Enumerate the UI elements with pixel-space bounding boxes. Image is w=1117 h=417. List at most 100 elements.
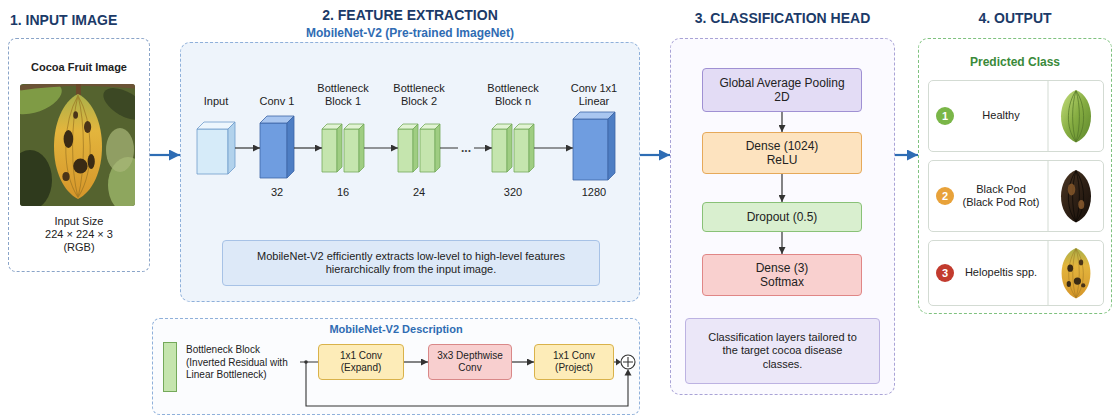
- layer-name: Conv 1: [244, 95, 310, 108]
- feature-extraction-panel: 2. FEATURE EXTRACTIONMobileNet-V2 (Pre-t…: [180, 42, 640, 302]
- section-title: 1. INPUT IMAGE: [10, 12, 117, 29]
- layer-label: 1x1 Conv (Project): [540, 350, 608, 374]
- cube-side: [287, 116, 294, 178]
- layer-label: 3x3 Depthwise Conv: [435, 350, 505, 374]
- arrowhead: [625, 369, 632, 376]
- cube-side: [608, 112, 615, 180]
- disease-spot: [1079, 260, 1083, 266]
- dense-layer-box: Dense (1024)ReLU: [702, 132, 862, 174]
- project-conv-box: 1x1 Conv (Project): [534, 344, 614, 380]
- class-name: Healthy: [961, 109, 1041, 122]
- cube-slab: [398, 124, 418, 172]
- rot-patch: [1068, 184, 1076, 196]
- black-pod: [1061, 170, 1091, 223]
- disease-spot: [84, 121, 91, 133]
- class-row: Helopeltis spp. 3: [928, 240, 1104, 306]
- cocoa-pod: [54, 94, 102, 199]
- layer-cube-shape: [492, 124, 534, 172]
- layer-label: Dense (1024): [746, 139, 819, 153]
- cube-side: [529, 124, 534, 172]
- leaf: [20, 84, 66, 121]
- disease-spot: [1074, 278, 1081, 285]
- arrowhead: [616, 359, 621, 366]
- dense-layer-box: Dense (3)Softmax: [702, 254, 862, 296]
- cube-front: [260, 123, 287, 178]
- pod-body: [1062, 248, 1091, 298]
- pod-stalk: [76, 84, 81, 97]
- cube-slab: [492, 124, 512, 172]
- layer-cube-shape: [197, 122, 235, 174]
- layer-cube-shape: [573, 112, 615, 180]
- branch: [20, 84, 135, 88]
- leaf: [98, 84, 135, 126]
- connector-arrow: [235, 147, 260, 148]
- photo-background: [20, 84, 135, 206]
- cube-slab: [573, 112, 615, 180]
- pod-ridges: [66, 96, 90, 198]
- disease-spot: [1067, 265, 1073, 272]
- note-box: Classification layers tailored to the ta…: [685, 318, 880, 384]
- cube-slab: [322, 124, 342, 172]
- cube-front: [344, 129, 359, 172]
- leaf: [108, 157, 135, 206]
- channel-count: 320: [491, 186, 535, 199]
- cube-side: [228, 122, 235, 174]
- layer-name: Input: [183, 95, 249, 108]
- pod-ridges: [1068, 91, 1083, 142]
- add-symbol: [621, 355, 635, 369]
- add-symbol-cross: [623, 357, 633, 367]
- channel-count: 24: [397, 186, 441, 199]
- output-panel: 4. OUTPUTPredicted ClassHealthy1Black Po…: [918, 38, 1112, 314]
- channel-count: 16: [321, 186, 365, 199]
- cube-front: [573, 119, 608, 180]
- layer-cube-shape: [322, 124, 364, 172]
- legend-text: Bottleneck Block (Inverted Residual with…: [186, 344, 292, 382]
- cocoa-photo: [20, 84, 135, 206]
- residual-path: [300, 355, 635, 406]
- activation-label: Softmax: [760, 275, 804, 289]
- edge-label: ...: [458, 142, 474, 154]
- cell-divider: [1048, 81, 1049, 151]
- cube-slab: [197, 122, 235, 174]
- layer-label: Global Average Pooling 2D: [718, 76, 846, 105]
- cube-side: [413, 124, 418, 172]
- panel-title: MobileNet-V2 Description: [153, 323, 639, 336]
- layer-cube-shape: [260, 116, 294, 178]
- pod-body: [1061, 90, 1091, 143]
- activation-label: ReLU: [767, 153, 798, 167]
- cube-side: [359, 124, 364, 172]
- bottleneck-block-cube: Bottleneck Block 224: [398, 124, 440, 172]
- class-row: Black Pod (Black Pod Rot)2: [928, 160, 1104, 232]
- connector-arrow: [781, 232, 782, 254]
- section-title: 3. CLASSIFICATION HEAD: [695, 10, 871, 27]
- skip-connection: [300, 362, 628, 406]
- connector-arrow: [781, 174, 782, 202]
- note-text: Classification layers tailored to the ta…: [704, 331, 861, 371]
- layer-label: Dropout (0.5): [747, 210, 818, 224]
- connector-arrow: [150, 154, 180, 156]
- callout-number: 3: [942, 267, 948, 279]
- disease-spot: [73, 159, 87, 174]
- class-number-badge: 1: [936, 107, 954, 125]
- callout-number: 2: [942, 190, 948, 202]
- class-name: Helopeltis spp.: [961, 266, 1041, 279]
- connector-arrow: [534, 147, 573, 148]
- connector-arrow: [512, 361, 534, 362]
- disease-spot: [64, 130, 74, 148]
- cube-slab: [420, 124, 440, 172]
- healthy-pod: [1061, 90, 1091, 143]
- junction-dot: [304, 360, 308, 364]
- cell-divider: [1048, 161, 1049, 231]
- layer-label: 1x1 Conv (Expand): [325, 350, 397, 374]
- disease-spot: [73, 111, 78, 119]
- layer-name: Bottleneck Block 2: [386, 82, 452, 108]
- project-to-add-line: [614, 361, 617, 362]
- layer-name: Bottleneck Block 1: [310, 82, 376, 108]
- cube-side: [507, 124, 512, 172]
- cube-front: [492, 129, 507, 172]
- class-row: Healthy 1: [928, 80, 1104, 152]
- conv-layer-cube: Conv 1x1 Linear1280: [573, 112, 615, 180]
- expand-conv-box: 1x1 Conv (Expand): [318, 344, 404, 380]
- note-text: MobileNet-V2 efficiently extracts low-le…: [247, 250, 575, 276]
- disease-spot: [1067, 281, 1071, 287]
